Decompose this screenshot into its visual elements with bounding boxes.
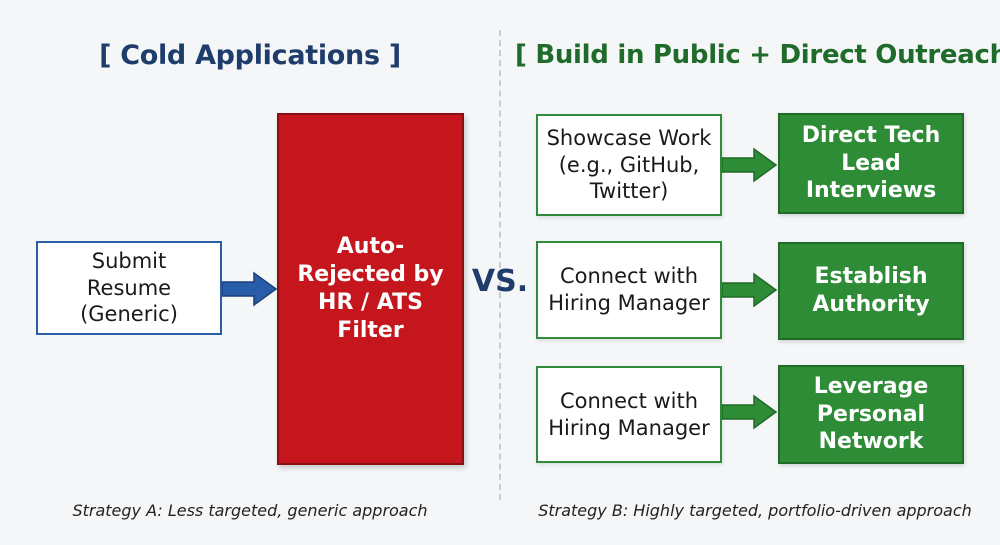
strategy-a-caption: Strategy A: Less targeted, generic appro… <box>72 501 428 520</box>
auto-rejected-box: Auto-Rejected by HR / ATS Filter <box>277 113 464 465</box>
direct-tech-lead-label: Direct Tech Lead Interviews <box>801 122 941 204</box>
leverage-network-box: Leverage Personal Network <box>778 365 964 464</box>
cold-applications-heading: [ Cold Applications ] <box>99 40 401 71</box>
direct-tech-lead-box: Direct Tech Lead Interviews <box>778 113 964 214</box>
establish-authority-box: Establish Authority <box>778 242 964 340</box>
connect-hiring-manager-label-2: Connect with Hiring Manager <box>548 388 710 440</box>
connect-hiring-manager-box-2: Connect with Hiring Manager <box>536 366 722 463</box>
showcase-work-label: Showcase Work (e.g., GitHub, Twitter) <box>546 126 712 204</box>
submit-resume-label: Submit Resume (Generic) <box>80 249 178 327</box>
auto-rejected-label: Auto-Rejected by HR / ATS Filter <box>297 234 444 343</box>
section-divider <box>499 30 501 500</box>
showcase-work-box: Showcase Work (e.g., GitHub, Twitter) <box>536 114 722 216</box>
arrow-right-icon <box>722 394 778 430</box>
build-in-public-heading: [ Build in Public + Direct Outreach ] <box>515 40 1000 70</box>
arrow-right-icon <box>722 272 778 308</box>
vs-label: VS. <box>471 264 529 299</box>
submit-resume-box: Submit Resume (Generic) <box>36 241 222 335</box>
arrow-right-icon <box>222 271 278 307</box>
leverage-network-label: Leverage Personal Network <box>813 373 929 455</box>
establish-authority-label: Establish Authority <box>812 264 930 317</box>
connect-hiring-manager-label-1: Connect with Hiring Manager <box>548 264 710 315</box>
strategy-b-caption: Strategy B: Highly targeted, portfolio-d… <box>538 501 972 520</box>
arrow-right-icon <box>722 147 778 183</box>
connect-hiring-manager-box-1: Connect with Hiring Manager <box>536 241 722 339</box>
